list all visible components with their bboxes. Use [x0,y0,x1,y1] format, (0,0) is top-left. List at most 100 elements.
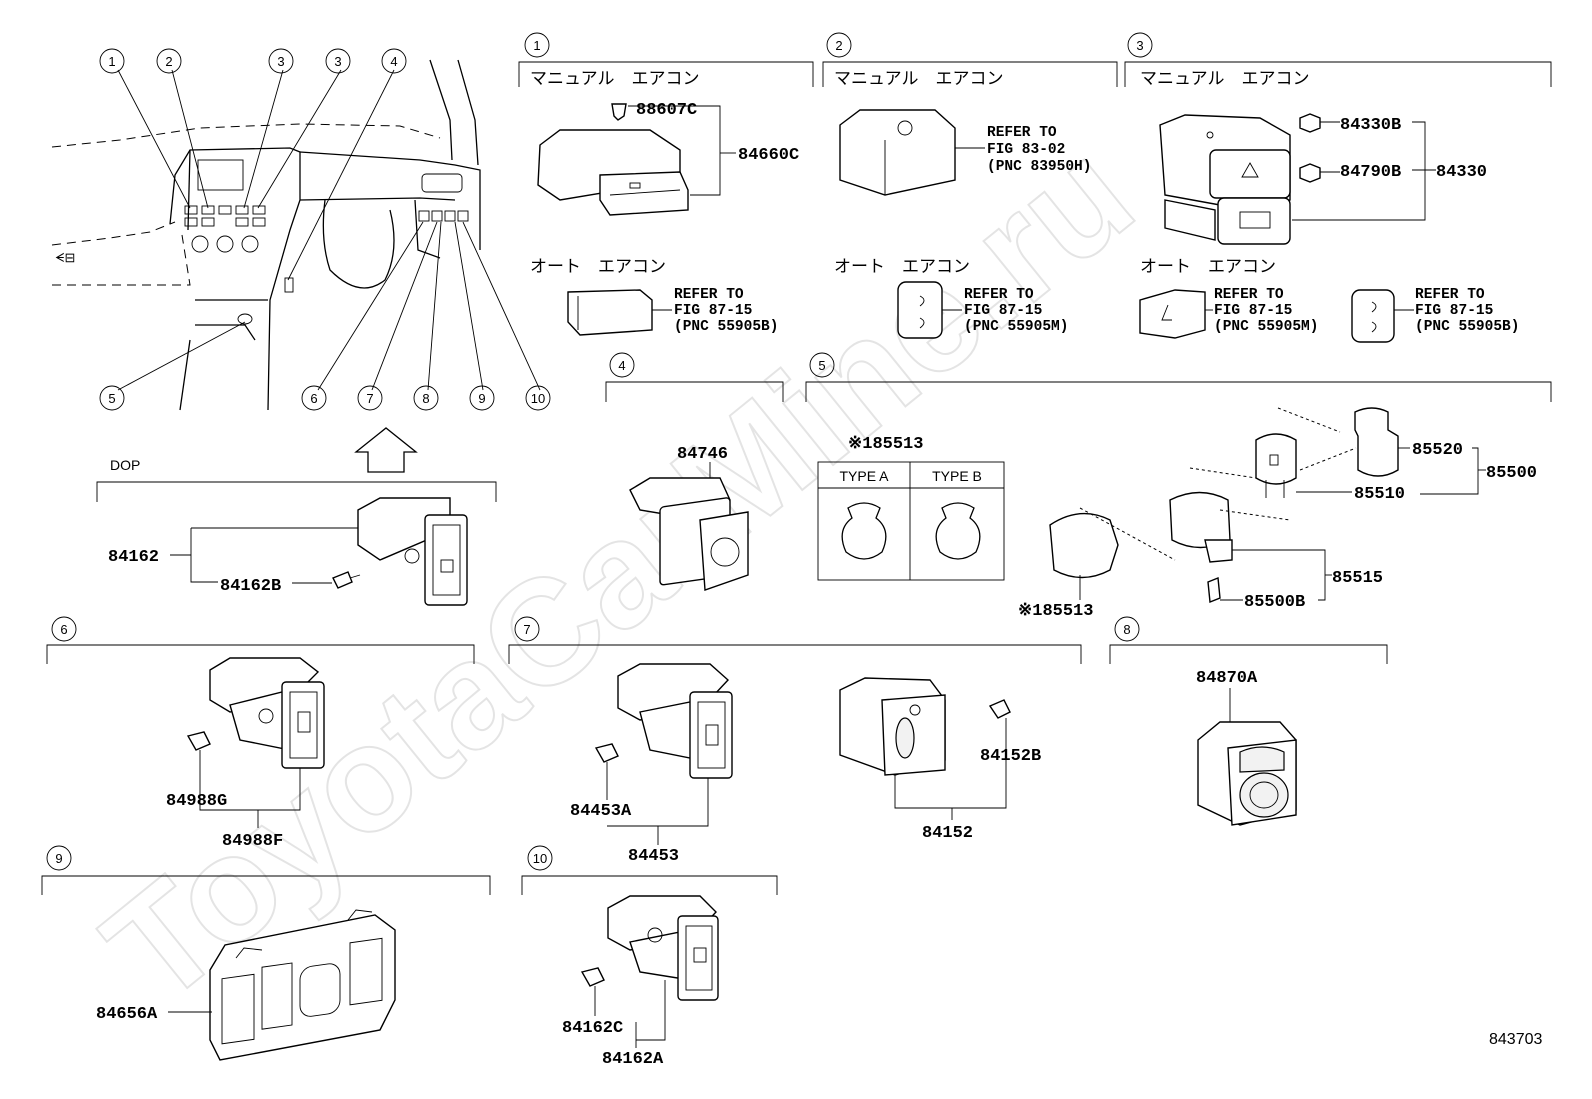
dop-switch-drawing [332,497,468,606]
type-a-label: TYPE A [839,468,889,484]
callout-4-top: 4 [381,48,407,74]
svg-text:FIG 83-02: FIG 83-02 [987,142,1065,158]
part-84746: 84746 [677,445,728,464]
svg-text:(PNC 55905M): (PNC 55905M) [1214,319,1318,335]
auto-switch-1-drawing [567,289,653,336]
svg-text:FIG 87-15: FIG 87-15 [1415,303,1493,319]
dop-section: DOP 84162 84162B [96,457,497,606]
mirror-switch-drawing [1197,721,1297,826]
hazard-switch-3-drawing [1159,114,1291,245]
part-84453A: 84453A [570,802,632,821]
svg-text:REFER TO: REFER TO [987,125,1057,141]
svg-text:3: 3 [1136,38,1143,53]
switch-panel-drawing [209,909,396,1061]
svg-text:(PNC 55905B): (PNC 55905B) [1415,319,1519,335]
dashboard-overview: ᗕ⊟ 1 2 3 3 4 5 6 7 8 9 10 [51,48,551,473]
part-84152B: 84152B [980,747,1041,766]
svg-text:7: 7 [366,391,373,406]
svg-text:FIG 87-15: FIG 87-15 [964,303,1042,319]
part-84162C: 84162C [562,1019,623,1038]
svg-text:1: 1 [108,54,115,69]
section-7: 7 84453A 84453 84152B 84152 [508,616,1082,866]
label-manual-ac-1: マニュアル エアコン [530,69,700,89]
arrow-up-icon [354,427,418,473]
part-84162B: 84162B [220,577,281,596]
svg-text:4: 4 [618,358,625,373]
callout-5-bottom: 5 [99,385,125,411]
auto-switch-3b-drawing [1351,289,1395,343]
svg-text:5: 5 [108,391,115,406]
part-84988F: 84988F [222,832,283,851]
switch-6-drawing [186,657,325,769]
dop-label: DOP [110,457,140,473]
callout-2-top: 2 [156,48,182,74]
label-auto-ac-2: オート エアコン [834,257,970,277]
type-b-label: TYPE B [932,468,982,484]
section-1: 1 マニュアル エアコン 88607C 84660C オート エアコン REFE… [518,32,814,336]
watermark: ToyotaCarMine.ru [74,109,1162,1035]
callout-8-bottom: 8 [413,385,439,411]
svg-text:1: 1 [533,38,540,53]
callout-3b-top: 3 [325,48,351,74]
svg-text:10: 10 [533,851,547,866]
section-3: 3 マニュアル エアコン 84330B 84790B 84330 オート エアコ… [1124,32,1552,343]
label-manual-ac-2: マニュアル エアコン [834,69,1004,89]
part-84660C: 84660C [738,146,799,165]
part-84870A: 84870A [1196,669,1258,688]
ac-switch-1-drawing [537,103,689,216]
part-84152: 84152 [922,824,973,843]
switch-7-drawing [594,663,733,779]
part-84330B: 84330B [1340,116,1401,135]
ac-switch-2-drawing [839,109,956,196]
label-auto-ac-1: オート エアコン [530,257,666,277]
dimmer-switch-drawing [839,677,1011,776]
auto-switch-2-drawing [897,281,943,339]
svg-text:5: 5 [818,358,825,373]
part-85500: 85500 [1486,464,1537,483]
note-185513: ※185513 [848,435,923,454]
figure-number: 843703 [1489,1031,1542,1048]
section-10: 10 84162C 84162A [521,845,778,1069]
callout-1-top: 1 [99,48,125,74]
part-85520: 85520 [1412,441,1463,460]
callout-7-bottom: 7 [357,385,383,411]
part-84162: 84162 [108,548,159,567]
part-84988G: 84988G [166,792,227,811]
part-85515: 85515 [1332,569,1383,588]
switch-10-drawing [580,895,719,1001]
callout-9-bottom: 9 [469,385,495,411]
section-6: 6 84988G 84988F [46,616,475,851]
svg-text:2: 2 [835,38,842,53]
svg-text:3: 3 [277,54,284,69]
svg-text:3: 3 [334,54,341,69]
part-88607C: 88607C [636,101,697,120]
svg-text:4: 4 [390,54,397,69]
svg-text:(PNC 55905B): (PNC 55905B) [674,319,778,335]
type-table: TYPE A TYPE B [817,461,1005,581]
callout-10-bottom: 10 [525,385,551,411]
callout-6-bottom: 6 [301,385,327,411]
svg-text:10: 10 [531,391,545,406]
svg-text:6: 6 [60,622,67,637]
section-9: 9 84656A [41,845,491,1061]
part-84453: 84453 [628,847,679,866]
label-auto-ac-3: オート エアコン [1140,257,1276,277]
svg-text:2: 2 [165,54,172,69]
svg-text:FIG 87-15: FIG 87-15 [674,303,752,319]
part-85510: 85510 [1354,485,1405,504]
svg-text:ᗕ⊟: ᗕ⊟ [55,250,75,265]
section-4: 4 84746 [605,352,784,591]
svg-text:7: 7 [523,622,530,637]
svg-text:FIG 87-15: FIG 87-15 [1214,303,1292,319]
auto-switch-3a-drawing [1139,289,1206,339]
part-84790B: 84790B [1340,163,1401,182]
svg-text:8: 8 [422,391,429,406]
section-2: 2 マニュアル エアコン REFER TO FIG 83-02 (PNC 839… [822,32,1118,339]
svg-text:REFER TO: REFER TO [674,287,744,303]
part-84330: 84330 [1436,163,1487,182]
svg-text:9: 9 [478,391,485,406]
label-manual-ac-3: マニュアル エアコン [1140,69,1310,89]
svg-text:REFER TO: REFER TO [1214,287,1284,303]
power-socket-drawing [629,477,749,591]
